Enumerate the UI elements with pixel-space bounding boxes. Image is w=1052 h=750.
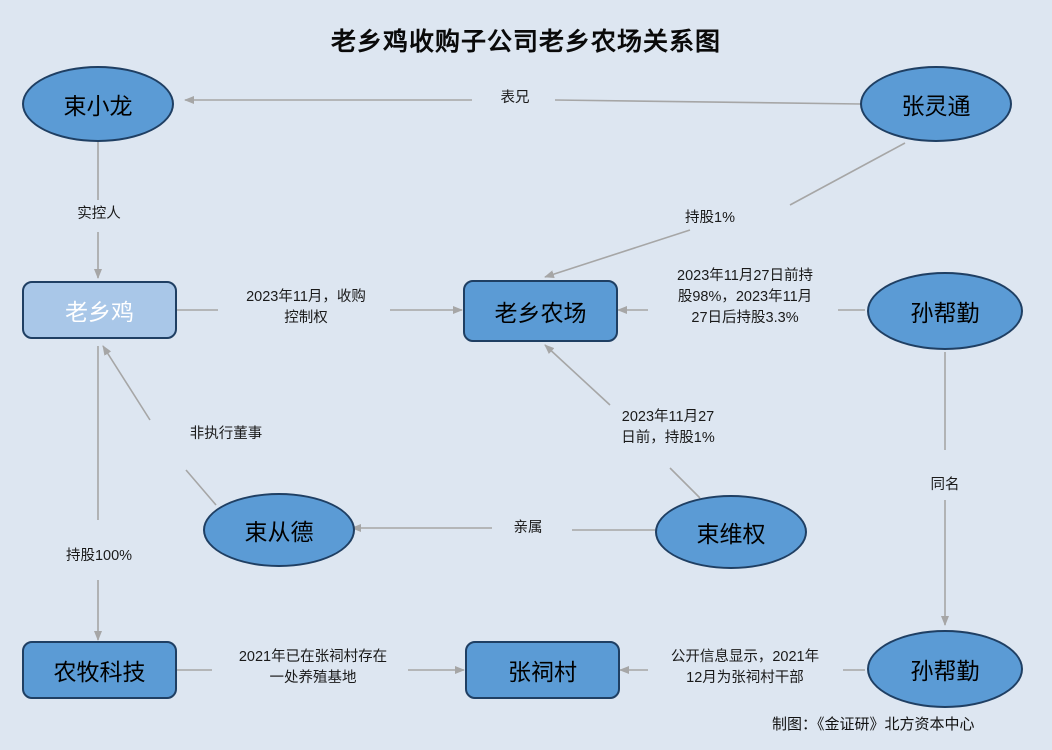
edge-label-line: 持股1% (685, 210, 735, 226)
edge-label-non-exec-director: 非执行董事 (166, 424, 286, 445)
edge-label-line: 控制权 (284, 310, 328, 326)
source-credit: 制图：《金证研》北方资本中心 (772, 716, 975, 733)
node-sun-bang-qin-top[interactable]: 孙帮勤 (867, 272, 1023, 350)
node-zhang-ci-cun[interactable]: 张祠村 (465, 641, 620, 699)
edge-label-line: 12月为张祠村干部 (686, 670, 804, 686)
edge-zhang-ling-tong-to-lao-xiang-nong-chang (544, 142, 906, 279)
page-title: 老乡鸡收购子公司老乡农场关系图 (330, 28, 721, 56)
node-label: 孙帮勤 (910, 300, 980, 326)
node-shu-xiao-long[interactable]: 束小龙 (22, 66, 174, 142)
edge-shu-wei-quan-to-shu-cong-de (351, 524, 658, 532)
node-shu-wei-quan[interactable]: 束维权 (655, 495, 807, 569)
node-label: 孙帮勤 (910, 658, 980, 684)
edge-label-line: 公开信息显示，2021年 (670, 649, 820, 665)
edge-shu-wei-quan-to-lao-xiang-nong-chang (544, 344, 701, 499)
node-label: 张祠村 (508, 659, 577, 685)
edge-label-line: 2023年11月27日前持 (677, 268, 813, 284)
node-shu-cong-de[interactable]: 束从德 (203, 493, 355, 567)
edge-label-line: 亲属 (513, 520, 543, 536)
node-label: 束从德 (244, 519, 314, 545)
node-label: 老乡鸡 (65, 299, 134, 325)
edge-label-shi-kong-ren: 实控人 (53, 204, 145, 225)
edge-label-line: 实控人 (77, 206, 121, 222)
edge-label-line: 2023年11月，收购 (246, 289, 366, 305)
node-sun-bang-qin-bottom[interactable]: 孙帮勤 (867, 630, 1023, 708)
edge-label-line: 非执行董事 (189, 426, 263, 442)
edge-label-line: 2021年已在张祠村存在 (238, 649, 388, 665)
edge-label-line: 日前，持股1% (621, 430, 715, 446)
edge-label-line: 27日后持股3.3% (691, 310, 799, 326)
node-label: 农牧科技 (53, 659, 146, 685)
node-lao-xiang-ji[interactable]: 老乡鸡 (22, 281, 177, 339)
edge-label-qin-shu: 亲属 (488, 518, 568, 539)
node-zhang-ling-tong[interactable]: 张灵通 (860, 66, 1012, 142)
edge-zhang-ling-tong-to-shu-xiao-long (184, 96, 862, 105)
node-label: 束小龙 (63, 93, 133, 119)
edge-label-line: 同名 (930, 477, 960, 493)
edge-label-tong-ming: 同名 (905, 475, 985, 496)
node-label: 老乡农场 (494, 300, 587, 326)
edge-label-holding-100: 持股100% (43, 546, 155, 567)
node-lao-xiang-nong-chang[interactable]: 老乡农场 (463, 280, 618, 342)
node-nong-mu-ke-ji[interactable]: 农牧科技 (22, 641, 177, 699)
edge-label-chi-gu-1: 持股1% (655, 208, 765, 229)
edge-label-line: 表兄 (500, 90, 530, 106)
edge-label-acquire-control: 2023年11月，收购 控制权 (218, 287, 394, 329)
edge-label-village-cadre: 公开信息显示，2021年 12月为张祠村干部 (645, 647, 845, 689)
edge-label-biao-xiong: 表兄 (470, 88, 560, 109)
edge-label-line: 股98%，2023年11月 (677, 289, 813, 305)
edge-label-holding-98-3: 2023年11月27日前持 股98%，2023年11月 27日后持股3.3% (645, 266, 845, 329)
node-label: 张灵通 (901, 93, 971, 119)
edge-label-line: 一处养殖基地 (269, 670, 357, 686)
edge-label-holding-1-before: 2023年11月27 日前，持股1% (588, 407, 748, 449)
edge-label-breeding-base: 2021年已在张祠村存在 一处养殖基地 (213, 647, 413, 689)
edge-shu-cong-de-to-lao-xiang-ji (102, 345, 217, 506)
edge-label-line: 持股100% (65, 548, 133, 564)
edge-label-line: 2023年11月27 (621, 409, 715, 425)
node-label: 束维权 (696, 521, 766, 547)
